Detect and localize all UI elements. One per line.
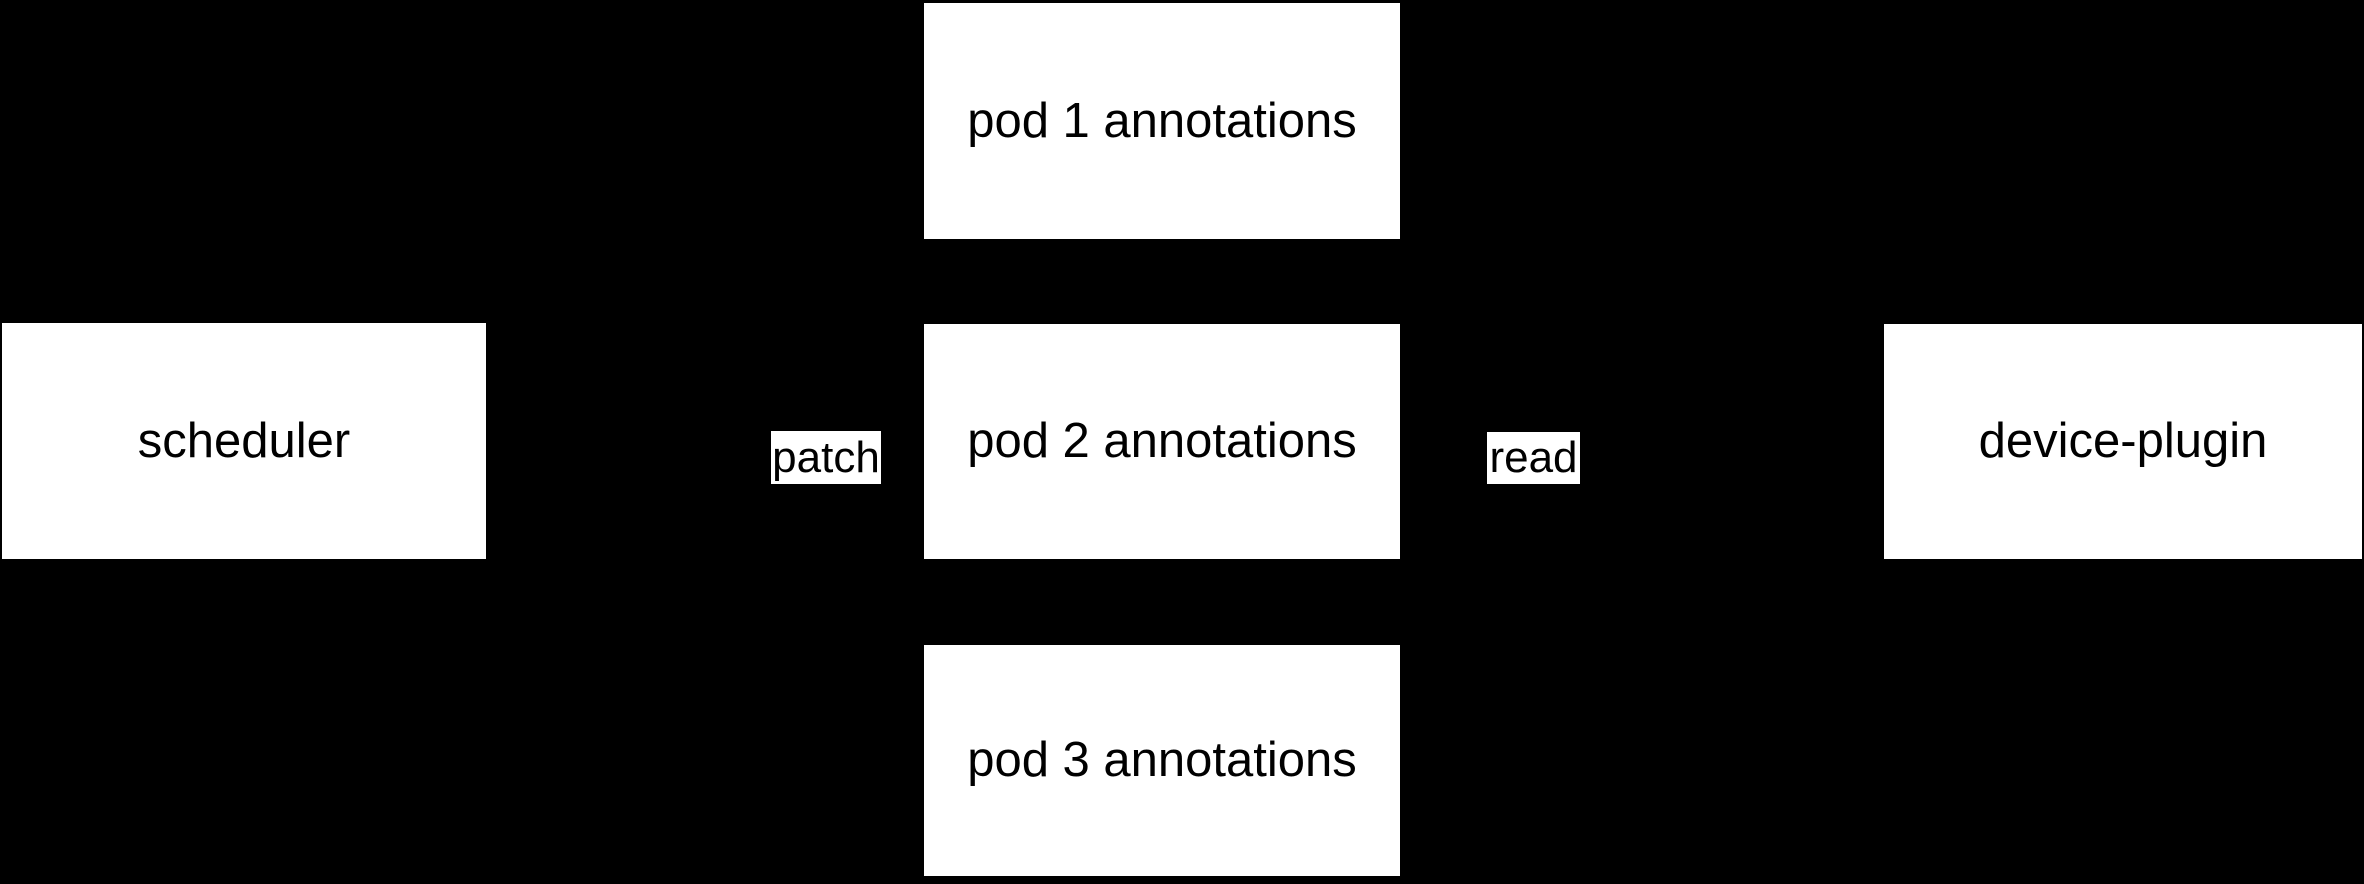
node-device-plugin: device-plugin (1884, 324, 2362, 559)
edge-label-read-text: read (1489, 433, 1578, 482)
node-scheduler: scheduler (2, 323, 486, 559)
node-pod-1-annotations-label: pod 1 annotations (967, 93, 1357, 148)
edge-label-patch: patch (771, 431, 881, 484)
node-pod-3-annotations: pod 3 annotations (924, 645, 1400, 876)
node-pod-1-annotations: pod 1 annotations (924, 3, 1400, 239)
edge-label-patch-text: patch (772, 432, 880, 482)
edge-label-read: read (1487, 432, 1580, 484)
node-scheduler-label: scheduler (137, 413, 351, 468)
node-pod-2-annotations: pod 2 annotations (924, 324, 1400, 559)
node-device-plugin-label: device-plugin (1978, 414, 2268, 468)
node-pod-2-annotations-label: pod 2 annotations (967, 414, 1357, 468)
node-pod-3-annotations-label: pod 3 annotations (967, 733, 1357, 787)
